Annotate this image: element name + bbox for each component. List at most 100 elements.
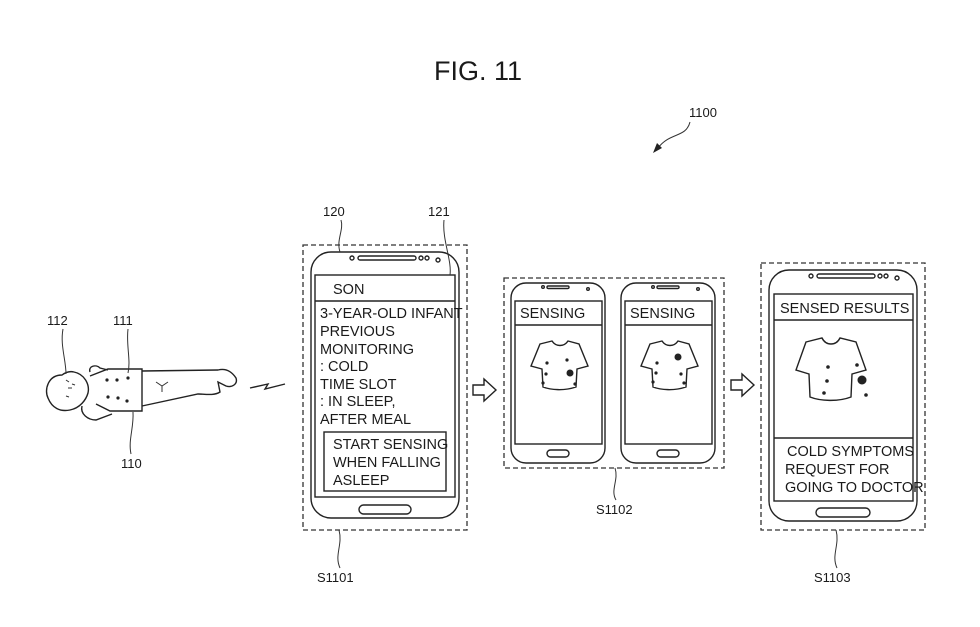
ref-label-112: 112 [47, 313, 68, 328]
phone-2-right-speaker-icon [656, 285, 680, 290]
ref-leader-112 [61, 328, 67, 375]
phone-2-right-screen [624, 300, 713, 445]
ref-leader-s1103 [834, 529, 838, 569]
phone-1-home-button[interactable] [358, 504, 412, 515]
phone-3-camera-icon [894, 275, 900, 281]
phone-2-left-header: SENSING [520, 306, 585, 322]
shirt-icon [640, 340, 699, 391]
phone-3-speaker-icon [816, 273, 876, 279]
phone-1-sensor-icon [418, 255, 424, 261]
sensor-dot [651, 380, 655, 384]
start-sensing-button[interactable]: START SENSING WHEN FALLING ASLEEP [323, 431, 448, 492]
step-label-s1102: S1102 [596, 502, 633, 517]
ref-leader-121 [443, 219, 451, 276]
ref-leader-110 [129, 411, 134, 455]
sensor-dot [125, 399, 129, 403]
doctor-request-message[interactable]: COLD SYMPTOMS REQUEST FOR GOING TO DOCTO… [785, 444, 924, 496]
phone-2-left-camera-icon [586, 287, 591, 292]
sensor-dot [116, 396, 120, 400]
sensor-dot [126, 376, 130, 380]
sensor-dot [855, 363, 859, 367]
phone-2-left-home-button[interactable] [546, 449, 570, 458]
infant-face [65, 379, 76, 398]
phone-1-sensor-icon [349, 255, 355, 261]
sensor-dot [545, 361, 549, 365]
shirt-icon [795, 337, 867, 402]
phone-2-right-body [620, 282, 716, 464]
phone-2-left-body [510, 282, 606, 464]
sensor-dot [655, 361, 659, 365]
sensor-dot [565, 358, 569, 362]
phone-3-sensor-icon [808, 273, 814, 279]
sensor-dot [541, 381, 545, 385]
result-line-2: REQUEST FOR [785, 462, 889, 478]
ref-arrowhead-1100 [653, 143, 662, 153]
phone-1-screen [314, 274, 456, 498]
ref-label-1100: 1100 [689, 105, 717, 120]
sensor-dot [573, 382, 577, 386]
phone-2-left-speaker-icon [546, 285, 570, 290]
phone-1-line-4: : COLD [320, 359, 368, 375]
phone-2-right-header: SENSING [630, 306, 695, 322]
sensor-dot [115, 378, 119, 382]
phone-1-line-6: : IN SLEEP, [320, 394, 396, 410]
phone-3-screen [773, 293, 914, 502]
sensor-dot [822, 391, 826, 395]
phone-1-body [310, 251, 460, 519]
infant-arm-top [88, 365, 109, 373]
step-box-s1103 [760, 262, 926, 531]
ref-leader-s1101 [337, 529, 341, 569]
sensor-dot [826, 365, 830, 369]
infant-leg-fold [155, 381, 169, 392]
ref-label-120: 120 [323, 204, 345, 219]
phone-1-line-7: AFTER MEAL [320, 412, 411, 428]
start-sensing-line-1: START SENSING [333, 437, 448, 453]
sensor-dot [679, 372, 683, 376]
phone-2-right-home-button[interactable] [656, 449, 680, 458]
sensor-dot [654, 371, 658, 375]
ref-leader-s1102 [613, 467, 617, 501]
phone-1-header: SON [333, 282, 364, 298]
phone-1-line-5: TIME SLOT [320, 377, 397, 393]
step-label-s1103: S1103 [814, 570, 851, 585]
phone-3-header: SENSED RESULTS [780, 301, 909, 317]
figure-title: FIG. 11 [434, 56, 522, 86]
ref-label-121: 121 [428, 204, 450, 219]
sensor-dot-highlight [566, 369, 574, 377]
flow-arrow-icon [730, 372, 756, 398]
phone-1-line-1: 3-YEAR-OLD INFANT [320, 306, 463, 322]
sensor-dot [825, 379, 829, 383]
wireless-signal-icon [249, 382, 286, 391]
phone-3: SENSED RESULTS COLD SYMPTOMS REQUEST FOR… [768, 269, 924, 522]
infant-legs [141, 368, 238, 407]
phone-3-home-button[interactable] [815, 507, 871, 518]
sensor-dot [106, 395, 110, 399]
phone-2-left-screen [514, 300, 603, 445]
infant-illustration [45, 365, 238, 421]
ref-leader-120 [338, 219, 343, 253]
phone-1-camera-icon [435, 257, 441, 263]
shirt-icon [530, 340, 589, 391]
phone-3-sensor-icon [883, 273, 889, 279]
result-line-3: GOING TO DOCTOR [785, 480, 924, 496]
result-line-1: COLD SYMPTOMS [787, 444, 914, 460]
start-sensing-button-frame[interactable] [323, 431, 447, 492]
start-sensing-line-3: ASLEEP [333, 473, 389, 489]
sensor-dot [682, 381, 686, 385]
phone-3-body [768, 269, 918, 522]
phone-1: SON 3-YEAR-OLD INFANT PREVIOUS MONITORIN… [310, 251, 463, 519]
infant-shirt [89, 368, 143, 412]
ref-label-111: 111 [113, 313, 133, 328]
infant-head [45, 370, 90, 412]
phone-2-right: SENSING [620, 282, 716, 464]
phone-1-line-3: MONITORING [320, 342, 414, 358]
sensor-dot [105, 378, 109, 382]
phone-1-speaker-icon [357, 255, 417, 261]
phone-1-line-2: PREVIOUS [320, 324, 395, 340]
step-label-s1101: S1101 [317, 570, 354, 585]
ref-leader-111 [127, 328, 130, 374]
sensor-dot [864, 393, 868, 397]
ref-leader-1100 [657, 121, 691, 149]
step-box-s1101 [302, 244, 468, 531]
